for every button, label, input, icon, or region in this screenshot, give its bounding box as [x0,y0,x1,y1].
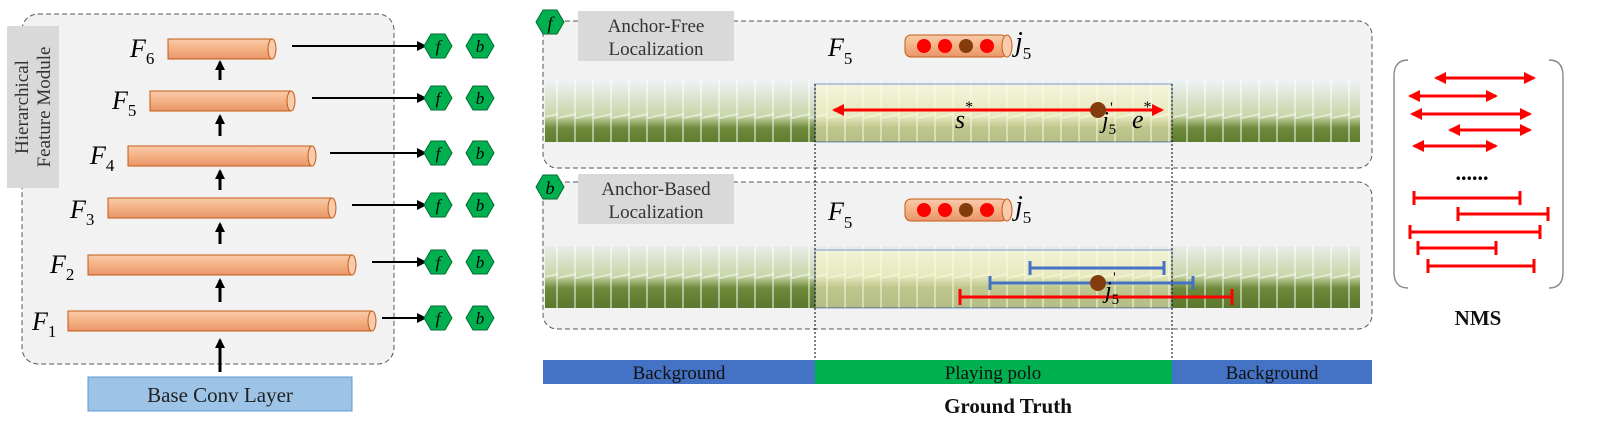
anchor-free-gt-region [814,83,1173,143]
feature-label-F1: F1 [31,307,56,341]
feature-label-F5: F5 [111,86,136,120]
hex-anchor-free-icon: f [423,305,453,331]
base-conv-layer [87,376,353,412]
anchor-based-title-line2: Localization [609,202,704,223]
feature-label-F4: F4 [89,141,115,175]
feature-label-F6: F6 [129,34,154,68]
anchor-free-j-label: j5 [1012,27,1031,63]
anchor-free-start-label: s* [955,99,973,134]
nms-bars [1408,191,1550,273]
hex-anchor-based-icon: b [465,85,495,111]
anchor-free-point-label: j5' [1099,100,1116,138]
feature-block-F3 [107,197,337,219]
hfm-title-box [7,26,59,188]
svg-text:b: b [546,178,555,198]
svg-text:f: f [436,309,443,328]
gt-segment-background-right [1172,360,1372,384]
gt-label-background-right: Background [1226,363,1319,384]
anchor-free-badge [535,9,565,35]
nms-left-bracket [1393,59,1409,289]
anchor-free-panel: f Anchor-Free Localization F5 j5 s* e* j… [535,9,1373,169]
hex-anchor-based-icon: b [465,305,495,331]
anchor-based-title-box [578,174,734,224]
gt-segment-playing-polo [815,360,1172,384]
svg-text:b: b [476,253,485,272]
nms-right-bracket [1548,59,1564,289]
hex-anchor-free-icon: f [423,249,453,275]
anchor-based-panel: b Anchor-Based Localization F5 j5 [535,174,1373,330]
nms-arrows [1408,72,1536,152]
nms-label: NMS [1455,306,1502,330]
hex-anchor-free-icon: f [423,85,453,111]
anchor-free-title-line1: Anchor-Free [608,16,705,37]
anchor-based-j-label: j5 [1012,191,1031,227]
anchor-free-feature-label: F5 [827,33,852,68]
svg-text:b: b [476,37,485,56]
anchor-based-feature-label: F5 [827,197,852,232]
hex-anchor-based-icon: b [465,33,495,59]
feature-label-F2: F2 [49,250,74,284]
svg-text:f: f [436,37,443,56]
base-conv-layer-label: Base Conv Layer [147,383,293,407]
hex-anchor-based-icon: b [465,140,495,166]
anchor-free-title-line2: Localization [609,39,704,60]
gt-label-background-left: Background [633,363,726,384]
svg-text:f: f [436,144,443,163]
feature-block-F4 [127,145,317,167]
anchor-bar-red [958,289,1234,305]
feature-label-F3: F3 [69,195,94,229]
feature-block-F5 [149,90,296,112]
svg-text:b: b [476,144,485,163]
anchor-bar-blue-top [1028,261,1166,275]
feature-block-F6 [167,38,277,60]
nms-panel: ...... NMS [1393,59,1564,330]
gt-segment-background-left [543,360,815,384]
svg-text:f: f [436,196,443,215]
feature-block-F2 [87,254,357,276]
gt-label-playing-polo: Playing polo [945,363,1042,384]
hex-anchor-free-icon: f [423,33,453,59]
anchor-based-point-label: j5' [1102,270,1119,308]
ground-truth-bar: Background Playing polo Background Groun… [543,360,1372,418]
anchor-based-badge [535,174,565,200]
anchor-based-title-line1: Anchor-Based [601,179,711,200]
svg-text:f: f [436,253,443,272]
hex-anchor-based-icon: b [465,192,495,218]
anchor-free-feature-vector [904,34,1013,58]
nms-ellipsis: ...... [1456,160,1489,185]
svg-text:f: f [436,89,443,108]
anchor-free-title-box [578,11,734,61]
hex-anchor-free-icon: f [423,192,453,218]
anchor-free-end-label: e* [1132,99,1152,134]
hex-anchor-based-icon: b [465,249,495,275]
hex-anchor-free-icon: f [423,140,453,166]
gt-caption: Ground Truth [944,394,1072,418]
anchor-based-anchor-point [1090,275,1106,291]
svg-text:b: b [476,196,485,215]
hfm-title-line2: Feature Module [34,47,55,168]
svg-text:f: f [547,13,555,33]
svg-text:b: b [476,89,485,108]
hfm-title-line1: Hierarchical [12,60,33,154]
anchor-based-feature-vector [904,198,1013,222]
svg-text:b: b [476,309,485,328]
feature-block-F1 [67,310,377,332]
anchor-free-anchor-point [1090,102,1106,118]
